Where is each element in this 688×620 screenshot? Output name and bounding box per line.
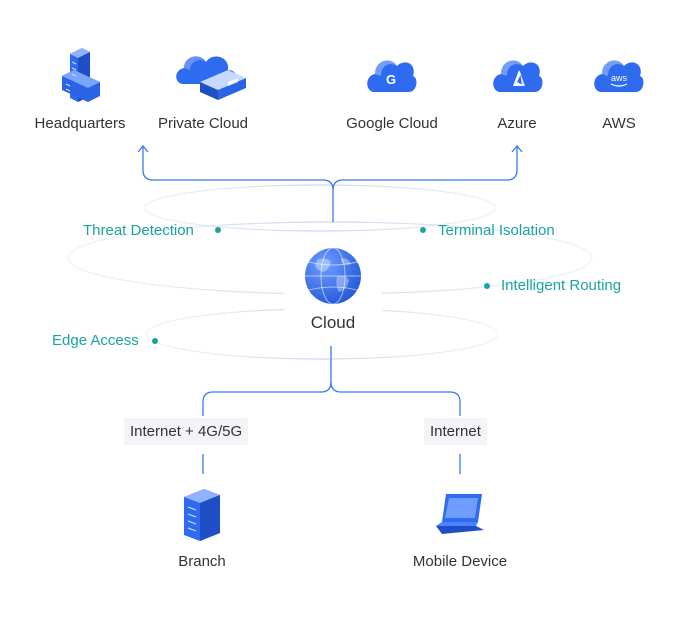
server-icon (184, 489, 220, 541)
top-connector (137, 144, 523, 222)
endpoint-label-mobile-device: Mobile Device (412, 553, 508, 570)
destination-label-aws: AWS (602, 115, 636, 132)
destination-label-private-cloud: Private Cloud (157, 115, 249, 132)
feature-dot-threat-detection (215, 227, 221, 233)
feature-dot-terminal-isolation (420, 227, 426, 233)
ring-top (143, 184, 497, 232)
svg-text:aws: aws (611, 73, 628, 83)
endpoint-label-branch: Branch (178, 553, 226, 570)
core-cloud-label: Cloud (310, 313, 356, 332)
feature-threat-detection: Threat Detection (83, 222, 194, 239)
building-icon (62, 48, 100, 102)
azure-cloud-icon (493, 60, 543, 92)
destination-label-azure: Azure (497, 115, 537, 132)
laptop-icon (436, 494, 484, 534)
connection-label-right: Internet (424, 418, 487, 445)
feature-dot-intelligent-routing (484, 283, 490, 289)
core-cloud-box: Cloud (284, 242, 382, 346)
connection-label-left: Internet + 4G/5G (124, 418, 249, 445)
globe-icon (305, 247, 361, 305)
private-cloud-icon (176, 56, 246, 100)
feature-terminal-isolation: Terminal Isolation (438, 222, 555, 239)
feature-intelligent-routing: Intelligent Routing (501, 277, 622, 294)
feature-dot-edge-access (152, 338, 158, 344)
svg-text:G: G (386, 72, 396, 87)
destination-label-google-cloud: Google Cloud (346, 115, 438, 132)
google-cloud-icon: G (367, 60, 417, 92)
aws-cloud-icon: aws (594, 60, 644, 92)
bottom-connector (202, 346, 461, 474)
destination-label-headquarters: Headquarters (34, 115, 126, 132)
feature-edge-access: Edge Access (52, 332, 139, 349)
